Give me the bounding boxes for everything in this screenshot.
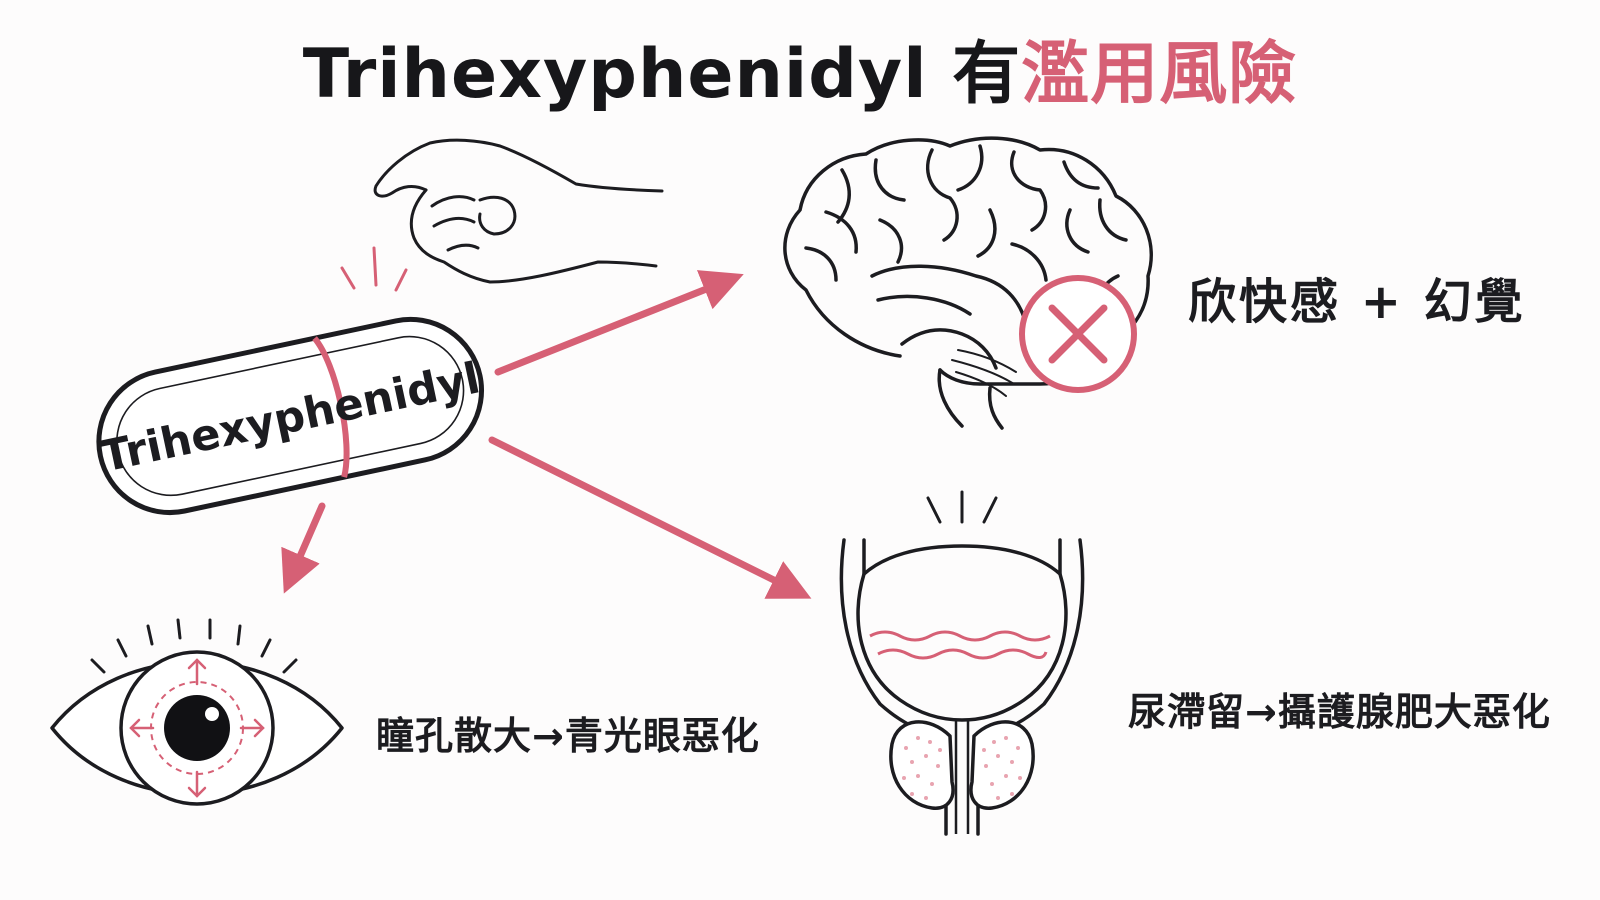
arrow-to-eye [281,502,326,594]
cross-icon [1019,275,1137,393]
eye-effect-label: 瞳孔散大→青光眼惡化 [376,714,760,758]
eye-icon [50,618,344,806]
prostate-dots [902,736,1022,800]
arrow-to-bladder [488,436,812,599]
dilation-arrows [129,658,265,798]
hand-icon [373,138,664,284]
bladder-effect-label: 尿滯留→攝護腺肥大惡化 [1128,690,1551,734]
pill-shine-icon [340,246,408,292]
page-title: Trihexyphenidyl 有濫用風險 [0,18,1600,117]
brain-effect-label: 欣快感 + 幻覺 [1188,274,1526,330]
arrow-icon [281,270,812,599]
title-prefix: Trihexyphenidyl 有 [302,35,1022,114]
title-highlight: 濫用風險 [1021,35,1298,114]
pill-icon: Trihexyphenidyl [96,316,484,516]
arrow-to-brain [494,270,744,376]
bladder-icon [839,490,1085,836]
